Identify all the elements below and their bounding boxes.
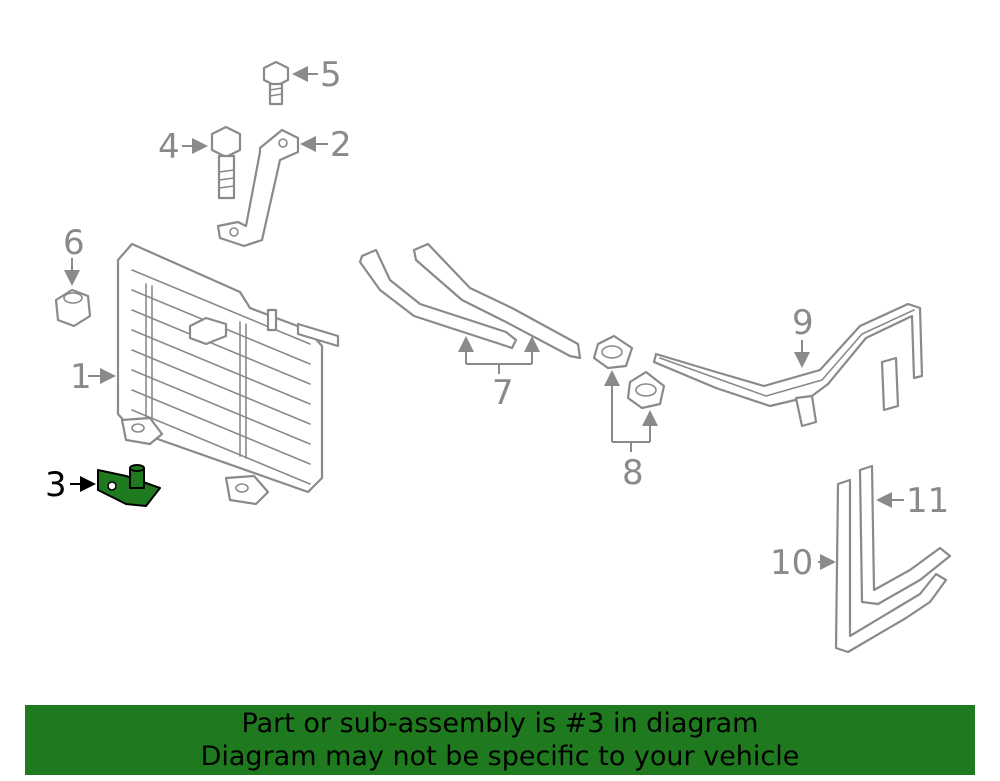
callout-10: 10: [770, 543, 813, 583]
callout-9: 9: [792, 303, 814, 343]
part-11-hose: [858, 464, 952, 606]
part-10-hose: [834, 478, 948, 654]
callout-8: 8: [622, 453, 644, 493]
callout-6: 6: [63, 223, 85, 263]
banner-line-2: Diagram may not be specific to your vehi…: [200, 741, 800, 772]
callout-7: 7: [492, 373, 514, 413]
part-7-hoses: [358, 242, 582, 360]
callout-11: 11: [906, 481, 949, 521]
part-4-bolt: [210, 125, 242, 200]
part-1-oil-cooler: [116, 242, 340, 506]
callout-1: 1: [70, 357, 92, 397]
banner-line-1: Part or sub-assembly is #3 in diagram: [241, 708, 759, 739]
callout-5: 5: [320, 55, 342, 95]
part-8-clamps: [592, 334, 666, 410]
notice-banner: Part or sub-assembly is #3 in diagram Di…: [25, 705, 975, 775]
callout-2: 2: [330, 125, 352, 165]
part-2-bracket: [216, 128, 300, 248]
part-9-pipe: [652, 302, 924, 428]
callout-3: 3: [45, 465, 67, 505]
callout-4: 4: [158, 127, 180, 167]
part-3-bracket-highlighted: [97, 464, 161, 507]
part-5-bolt: [262, 60, 290, 106]
part-6-nut: [54, 288, 92, 328]
parts-diagram: 5 4 2 6 1 3: [45, 55, 952, 654]
